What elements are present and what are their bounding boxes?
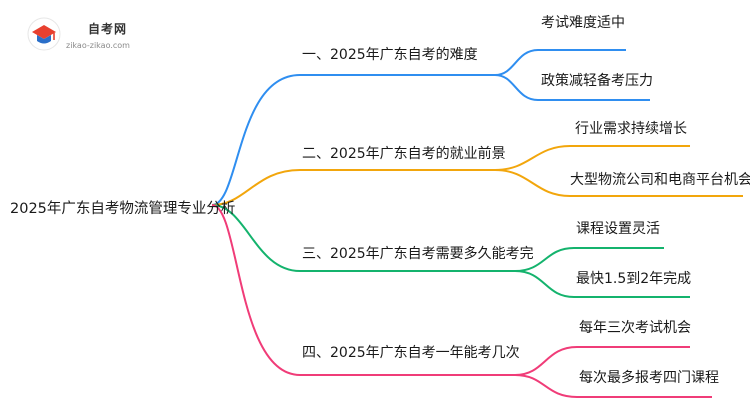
connector-branch-2-leaf-2 [494, 169, 571, 197]
leaf-2-2: 大型物流公司和电商平台机会多 [570, 172, 750, 188]
branch-3-title: 三、2025年广东自考需要多久能考完 [302, 246, 534, 262]
connector-branch-3-leaf-2 [514, 270, 575, 298]
leaf-4-1: 每年三次考试机会 [579, 320, 691, 336]
leaf-1-1: 考试难度适中 [541, 15, 625, 31]
connector-branch-1-leaf-2 [494, 74, 539, 101]
connector-branch-3-leaf-1 [514, 247, 575, 272]
leaf-3-2: 最快1.5到2年完成 [576, 271, 692, 287]
connector-branch-4-leaf-1 [514, 346, 578, 376]
branch-4-title: 四、2025年广东自考一年能考几次 [302, 345, 520, 361]
connector-branch-1-leaf-1 [494, 49, 539, 76]
connector-branch-2-leaf-1 [494, 145, 571, 171]
branch-2-title: 二、2025年广东自考的就业前景 [302, 146, 506, 162]
site-logo[interactable]: 自考网 zikao-zikao.com [26, 14, 146, 54]
graduation-cap-icon [27, 17, 61, 51]
connector-branch-4-leaf-2 [514, 374, 578, 398]
connector-root-branch-2 [211, 169, 301, 206]
logo-url: zikao-zikao.com [66, 41, 130, 50]
leaf-1-2: 政策减轻备考压力 [541, 73, 653, 89]
leaf-2-1: 行业需求持续增长 [575, 121, 687, 137]
connector-root-branch-3 [211, 204, 301, 272]
root-node: 2025年广东自考物流管理专业分析 [10, 201, 236, 217]
connector-root-branch-4 [211, 204, 301, 376]
leaf-3-1: 课程设置灵活 [576, 221, 660, 237]
branch-1-title: 一、2025年广东自考的难度 [302, 47, 478, 63]
logo-name: 自考网 [88, 22, 128, 36]
leaf-4-2: 每次最多报考四门课程 [579, 370, 719, 386]
connector-root-branch-1 [211, 74, 301, 206]
